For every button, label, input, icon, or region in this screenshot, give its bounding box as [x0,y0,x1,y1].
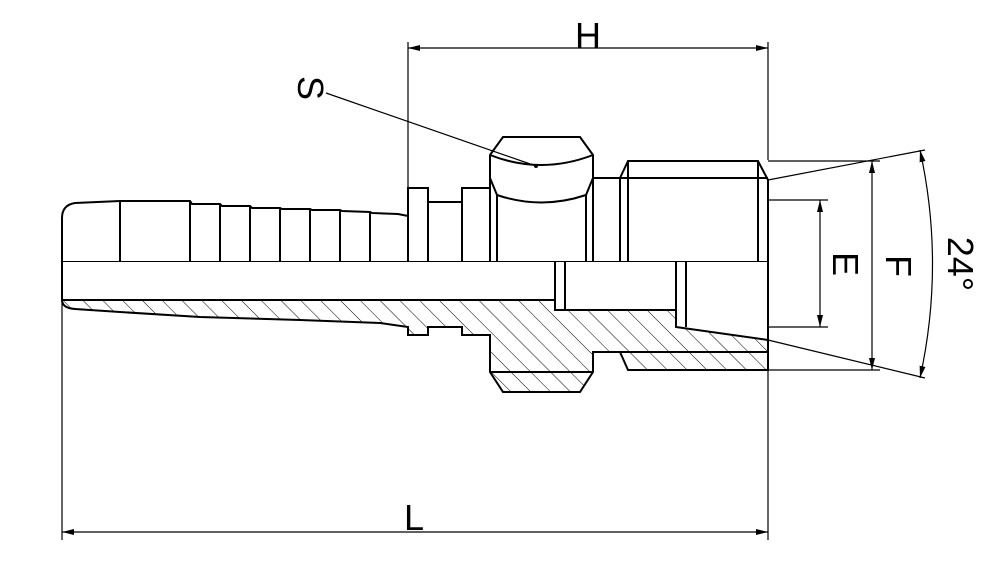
label-f: F [878,255,919,277]
label-angle: 24° [940,237,981,291]
label-l: L [404,497,424,538]
lower-section [61,262,769,393]
label-e: E [825,252,866,276]
label-s: S [290,76,331,100]
label-h: H [575,15,601,56]
upper-outline [61,136,769,263]
dimensions [61,42,934,540]
s-leader-dot [534,164,538,168]
